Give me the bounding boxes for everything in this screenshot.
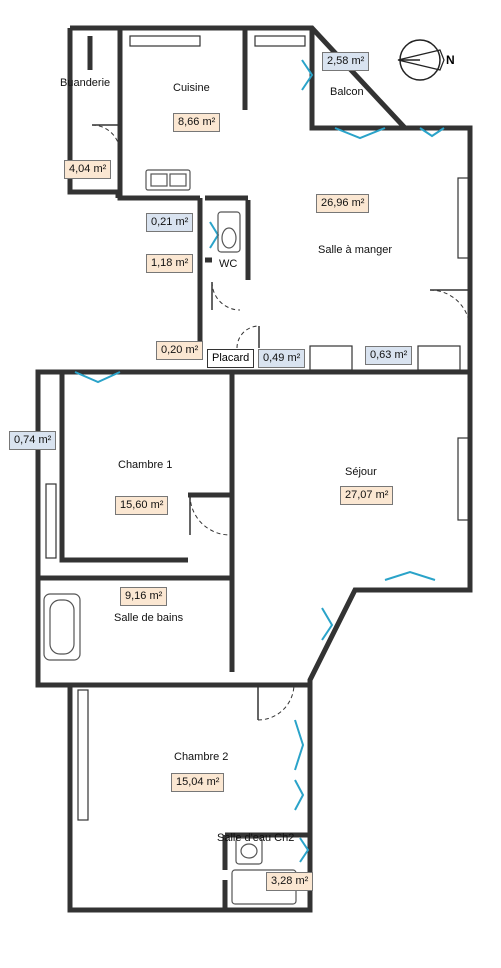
window-frame-cuisine [129,35,201,47]
wall-balcon [309,28,405,131]
wall-chambre1-inner [59,372,188,563]
window-wc [209,221,220,249]
washbasin [235,837,263,865]
windows [74,59,445,863]
area-cuisine: 8,66 m² [173,113,221,132]
compass-letter: N [446,53,455,67]
wc-toilet [217,211,241,253]
label-chambre2: Chambre 2 [174,751,229,763]
bathtub [43,593,81,661]
label-buanderie: Buanderie [60,77,111,89]
window-sejour [384,570,436,581]
radiator-chambre2 [77,689,89,821]
area-salle-deau: 3,28 m² [266,872,314,891]
door-leaves [92,124,470,720]
door-placard [236,325,260,349]
pillar-2 [417,345,461,371]
wall-details [45,35,471,821]
door-wc [211,281,241,311]
label-wc: WC [219,258,238,270]
fixtures [43,169,297,905]
compass-icon: N [397,39,455,81]
window-balcon-side [301,59,314,91]
window-frame-cuisine-2 [254,35,306,47]
sink-cuisine [145,169,191,191]
door-buanderie [91,124,121,154]
wall-buanderie-cuisine [117,28,200,201]
radiator-chambre1 [45,483,57,559]
area-salle-de-bains: 9,16 m² [120,587,168,606]
area-074: 0,74 m² [9,431,57,450]
window-chambre2-1 [294,719,305,771]
area-sejour: 27,07 m² [340,486,394,505]
window-sejour-diag [321,607,334,641]
window-salle-deau [299,837,310,863]
area-020: 0,20 m² [156,341,204,360]
area-chambre2: 15,04 m² [171,773,225,792]
area-wc: 1,18 m² [146,254,194,273]
window-chambre2-2 [294,779,305,811]
wc-bowl [221,227,237,249]
radiator-sejour [457,437,471,521]
area-021: 0,21 m² [146,213,194,232]
label-salle-deau: Salle d'eau Ch2 [217,832,295,844]
area-balcon: 2,58 m² [322,52,370,71]
area-063: 0,63 m² [365,346,413,365]
door-chambre2 [257,683,295,721]
sink-basin-2 [169,173,187,187]
area-049: 0,49 m² [258,349,306,368]
window-balcon-2 [419,127,445,138]
label-cuisine: Cuisine [173,82,210,94]
label-balcon: Balcon [330,86,364,98]
wall-chambre2-south-west [67,685,225,913]
label-salle-a-manger: Salle à manger [318,244,392,256]
washbasin-bowl [240,843,258,859]
window-chambre1 [74,371,121,384]
door-swings [91,124,471,721]
radiator-sam [457,177,471,259]
sink-basin-1 [150,173,168,187]
label-chambre1: Chambre 1 [118,459,173,471]
label-sejour: Séjour [345,466,377,478]
pillar-1 [309,345,353,371]
bathtub-inner [49,599,75,655]
area-salle-a-manger: 26,96 m² [316,194,370,213]
label-salle-de-bains: Salle de bains [114,612,184,624]
window-balcon-1 [334,127,386,140]
area-buanderie: 4,04 m² [64,160,112,179]
door-chambre1 [189,494,231,536]
label-placard: Placard [207,349,255,368]
area-chambre1: 15,60 m² [115,496,169,515]
wall-outer-east [70,25,473,913]
compass-needle [397,49,445,71]
door-sam [429,289,471,331]
